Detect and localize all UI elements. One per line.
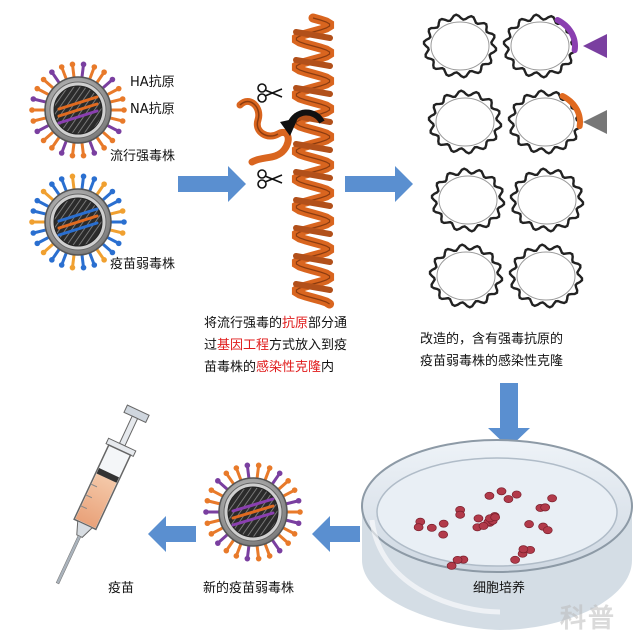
cell (490, 513, 501, 522)
cell (524, 520, 534, 529)
cell (540, 503, 551, 512)
caption-right-line-2: 疫苗弱毒株的感染性克隆 (420, 354, 564, 369)
label-vaccine: 疫苗 (108, 581, 135, 596)
label-ha-antigen: HA抗原 (130, 75, 175, 90)
new-vaccine-virus (203, 462, 303, 562)
triangle-marker-icon (583, 110, 607, 134)
cell (484, 491, 495, 500)
cell (455, 510, 466, 519)
plasmid-ring (427, 89, 503, 155)
caption-middle: 将流行强毒的抗原部分通 过基因工程方式放入到疫 苗毒株的感染性克隆内 (204, 313, 347, 379)
plasmid-ring (508, 243, 584, 309)
scissors-icon (257, 169, 283, 189)
petri-dish (361, 439, 633, 630)
plasmid-grid (422, 13, 585, 309)
label-epidemic-strain: 流行强毒株 (110, 149, 176, 164)
dna-ribbon (291, 13, 335, 309)
plasmid-ring (428, 243, 504, 309)
curved-arrow-icon (280, 109, 325, 136)
epidemic-virus (29, 61, 127, 159)
antigen-insert (559, 93, 584, 130)
cell (438, 530, 449, 539)
caption-right-line-1: 改造的，含有强毒抗原的 (420, 332, 564, 347)
cell (547, 494, 557, 503)
arrow-left-1 (312, 516, 360, 552)
cell (452, 555, 463, 564)
cell (510, 555, 520, 564)
triangle-marker-icon (583, 34, 607, 58)
scissors-icon (257, 83, 283, 103)
cell (503, 495, 514, 504)
plasmid-ring (507, 89, 583, 155)
arrow-right-1 (178, 166, 246, 202)
arrow-left-2 (148, 516, 196, 552)
caption-middle-line-3: 苗毒株的感染性克隆内 (204, 360, 335, 375)
caption-middle-line-1: 将流行强毒的抗原部分通 (204, 316, 348, 331)
antigen-insert (554, 17, 579, 54)
flow-arrows (148, 166, 530, 552)
plasmid-ring (509, 167, 585, 233)
label-vaccine-weak-strain: 疫苗弱毒株 (110, 257, 176, 272)
label-new-vaccine-strain: 新的疫苗弱毒株 (203, 581, 295, 596)
cell (496, 487, 507, 496)
watermark: 科普 (560, 604, 617, 634)
antigen-fragment (236, 98, 292, 166)
arrow-down (488, 383, 530, 448)
cell (511, 490, 522, 499)
plasmid-ring (430, 167, 506, 233)
cell-colonies (413, 487, 557, 570)
cell (426, 523, 437, 532)
plasmid-ring (502, 13, 578, 79)
cell (542, 526, 553, 535)
label-cell-culture: 细胞培养 (473, 581, 526, 596)
vaccine-virus (29, 173, 127, 271)
caption-right: 改造的，含有强毒抗原的 疫苗弱毒株的感染性克隆 (420, 329, 563, 373)
cell (446, 561, 457, 570)
arrow-right-2 (345, 166, 413, 202)
syringe (55, 404, 150, 585)
label-na-antigen: NA抗原 (130, 102, 175, 117)
plasmid-ring (422, 13, 498, 79)
cell (478, 521, 489, 530)
caption-middle-line-2: 过基因工程方式放入到疫 (204, 338, 348, 353)
cell (473, 514, 484, 523)
cell (413, 523, 424, 532)
cell (438, 519, 449, 528)
cell (518, 545, 529, 554)
